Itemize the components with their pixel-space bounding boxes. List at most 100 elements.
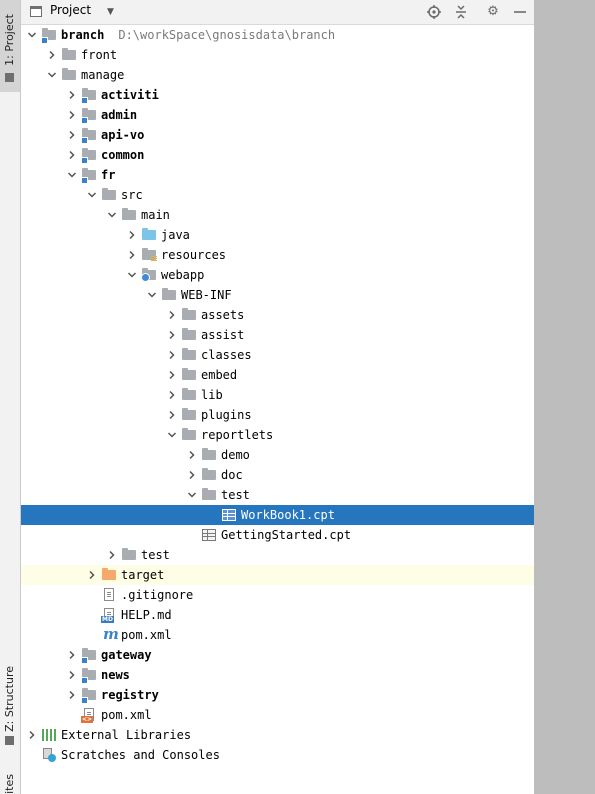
tree-row[interactable]: registry: [21, 685, 534, 705]
project-tool-tab[interactable]: 1: Project: [0, 0, 20, 92]
chevron-right-icon[interactable]: [164, 305, 180, 325]
project-tab-icon: [5, 73, 14, 82]
minimize-icon[interactable]: [511, 3, 529, 21]
tree-node-name: src: [121, 188, 143, 202]
tree-row[interactable]: lib: [21, 385, 534, 405]
crosshair-icon[interactable]: [425, 3, 443, 21]
tree-node-name: main: [141, 208, 170, 222]
tree-row[interactable]: classes: [21, 345, 534, 365]
folder-icon: [181, 328, 197, 342]
chevron-right-icon[interactable]: [44, 45, 60, 65]
chevron-down-icon[interactable]: [44, 65, 60, 85]
tree-row[interactable]: test: [21, 485, 534, 505]
tree-row[interactable]: fr: [21, 165, 534, 185]
text-file-icon: [101, 588, 117, 602]
tree-row[interactable]: webapp: [21, 265, 534, 285]
chevron-down-icon[interactable]: [164, 425, 180, 445]
tree-row[interactable]: WEB-INF: [21, 285, 534, 305]
tree-row[interactable]: plugins: [21, 405, 534, 425]
tree-row[interactable]: java: [21, 225, 534, 245]
chevron-down-icon[interactable]: ▼: [107, 7, 114, 17]
tree-row[interactable]: main: [21, 205, 534, 225]
tree-row-label: doc: [221, 467, 243, 483]
chevron-right-icon[interactable]: [64, 105, 80, 125]
chevron-right-icon[interactable]: [124, 245, 140, 265]
chevron-down-icon[interactable]: [84, 185, 100, 205]
tree-row[interactable]: api-vo: [21, 125, 534, 145]
chevron-down-icon[interactable]: [24, 25, 40, 45]
tree-row[interactable]: manage: [21, 65, 534, 85]
tree-row[interactable]: activiti: [21, 85, 534, 105]
module-folder-icon: [81, 88, 97, 104]
tree-row[interactable]: doc: [21, 465, 534, 485]
structure-tool-tab[interactable]: Z: Structure: [0, 650, 20, 746]
tree-row[interactable]: assets: [21, 305, 534, 325]
chevron-right-icon[interactable]: [164, 385, 180, 405]
chevron-right-icon[interactable]: [124, 225, 140, 245]
tree-row[interactable]: reportlets: [21, 425, 534, 445]
collapse-all-icon[interactable]: [452, 3, 470, 21]
tree-node-name: target: [121, 568, 165, 582]
tree-row[interactable]: resources: [21, 245, 534, 265]
tree-row[interactable]: demo: [21, 445, 534, 465]
tree-row[interactable]: Scratches and Consoles: [21, 745, 534, 765]
xml-file-icon: <>: [81, 708, 97, 723]
tree-row-label: assets: [201, 307, 244, 323]
gear-icon[interactable]: ⚙: [487, 4, 499, 19]
chevron-right-icon[interactable]: [64, 645, 80, 665]
chevron-down-icon[interactable]: [104, 205, 120, 225]
folder-icon: [201, 488, 217, 502]
tree-row[interactable]: .gitignore: [21, 585, 534, 605]
tree-row[interactable]: news: [21, 665, 534, 685]
tree-row[interactable]: embed: [21, 365, 534, 385]
chevron-right-icon[interactable]: [104, 545, 120, 565]
folder-icon: [181, 308, 197, 322]
chevron-right-icon[interactable]: [64, 685, 80, 705]
chevron-right-icon[interactable]: [64, 665, 80, 685]
chevron-right-icon[interactable]: [24, 725, 40, 745]
tree-row[interactable]: assist: [21, 325, 534, 345]
chevron-right-icon[interactable]: [184, 465, 200, 485]
tree-row[interactable]: External Libraries: [21, 725, 534, 745]
chevron-right-icon[interactable]: [64, 145, 80, 165]
tree-node-name: WorkBook1.cpt: [241, 508, 335, 522]
chevron-right-icon[interactable]: [164, 345, 180, 365]
chevron-down-icon[interactable]: [64, 165, 80, 185]
tree-row[interactable]: target: [21, 565, 534, 585]
tree-row-label: plugins: [201, 407, 252, 423]
chevron-right-icon[interactable]: [164, 405, 180, 425]
chevron-right-icon[interactable]: [84, 565, 100, 585]
tree-node-name: api-vo: [101, 128, 145, 142]
chevron-right-icon[interactable]: [164, 325, 180, 345]
chevron-right-icon[interactable]: [184, 445, 200, 465]
tree-row[interactable]: common: [21, 145, 534, 165]
tree-node-name: reportlets: [201, 428, 274, 442]
project-toolbar: Project ▼ ⚙: [21, 0, 534, 25]
tree-row[interactable]: gateway: [21, 645, 534, 665]
tree-row[interactable]: src: [21, 185, 534, 205]
tree-row[interactable]: test: [21, 545, 534, 565]
tree-row[interactable]: GettingStarted.cpt: [21, 525, 534, 545]
chevron-down-icon[interactable]: [144, 285, 160, 305]
tree-row-label: manage: [81, 67, 124, 83]
tree-row[interactable]: WorkBook1.cpt: [21, 505, 534, 525]
structure-tab-icon: [5, 736, 14, 745]
chevron-right-icon[interactable]: [64, 85, 80, 105]
favorites-tool-tab[interactable]: ites: [0, 766, 20, 794]
chevron-right-icon[interactable]: [64, 125, 80, 145]
chevron-right-icon[interactable]: [164, 365, 180, 385]
folder-icon: [61, 68, 77, 82]
tree-row[interactable]: front: [21, 45, 534, 65]
tree-row-label: webapp: [161, 267, 204, 283]
chevron-down-icon[interactable]: [124, 265, 140, 285]
tree-row[interactable]: <>pom.xml: [21, 705, 534, 725]
chevron-down-icon[interactable]: [184, 485, 200, 505]
project-view-title[interactable]: Project: [50, 3, 92, 17]
folder-icon: [121, 548, 137, 562]
module-folder-icon: [81, 128, 97, 144]
tree-row[interactable]: admin: [21, 105, 534, 125]
